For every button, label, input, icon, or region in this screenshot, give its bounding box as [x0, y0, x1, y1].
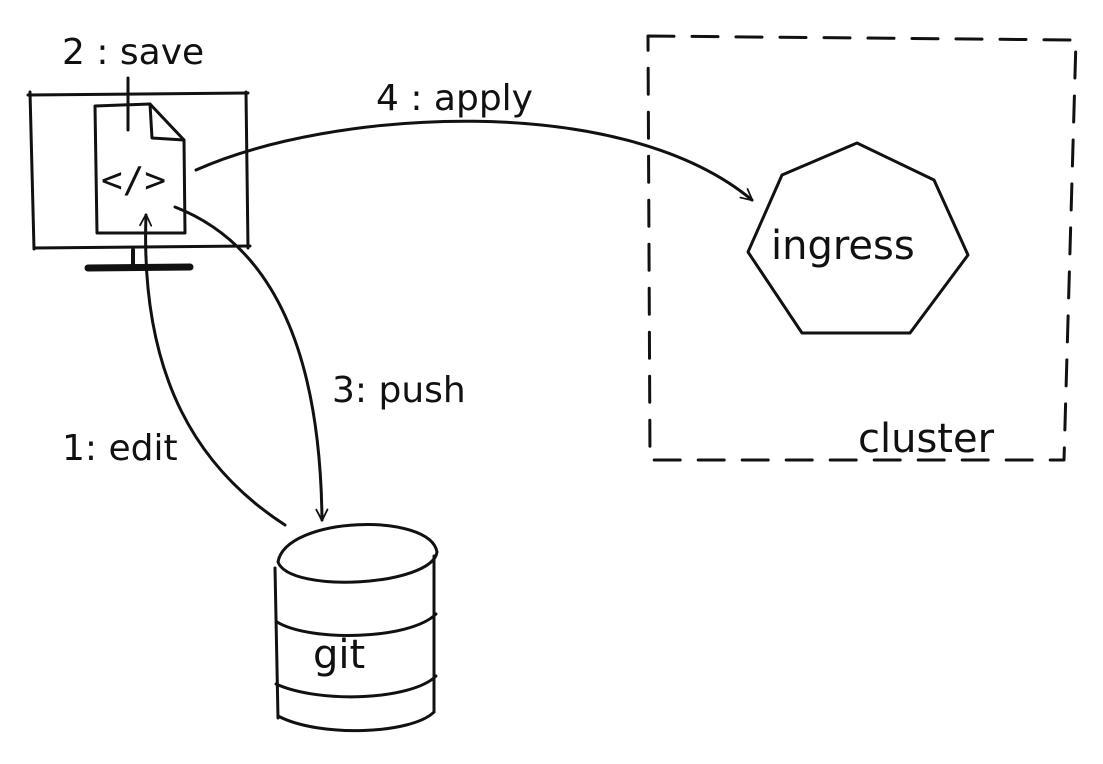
push-label: 3: push [332, 370, 466, 411]
save-label: 2 : save [62, 32, 204, 73]
workstation-monitor [26, 90, 252, 272]
git-cylinder-left [273, 566, 280, 720]
git-cylinder-bottom [276, 710, 436, 733]
code-file-icon [93, 76, 187, 235]
monitor-stand [84, 263, 194, 272]
git-cylinder-band-2 [274, 674, 438, 699]
monitor-bottom-edge [32, 244, 252, 250]
ingress-label: ingress [771, 223, 915, 269]
git-cylinder-top [276, 523, 439, 584]
git-repository [273, 523, 439, 733]
edit-label: 1: edit [62, 428, 178, 469]
push-arrow [173, 205, 329, 522]
git-cylinder-band-1 [275, 612, 438, 637]
cluster-label: cluster [858, 416, 995, 462]
edit-arrow [139, 213, 287, 527]
git-label: git [313, 632, 365, 678]
monitor-right-edge [244, 90, 250, 250]
cluster-boundary [646, 34, 1078, 462]
monitor-top-edge [26, 91, 250, 97]
monitor-left-edge [28, 90, 36, 251]
apply-arrow [194, 119, 754, 202]
apply-label: 4 : apply [376, 78, 533, 119]
ingress-node [746, 141, 970, 335]
code-glyph: </> [101, 160, 166, 201]
